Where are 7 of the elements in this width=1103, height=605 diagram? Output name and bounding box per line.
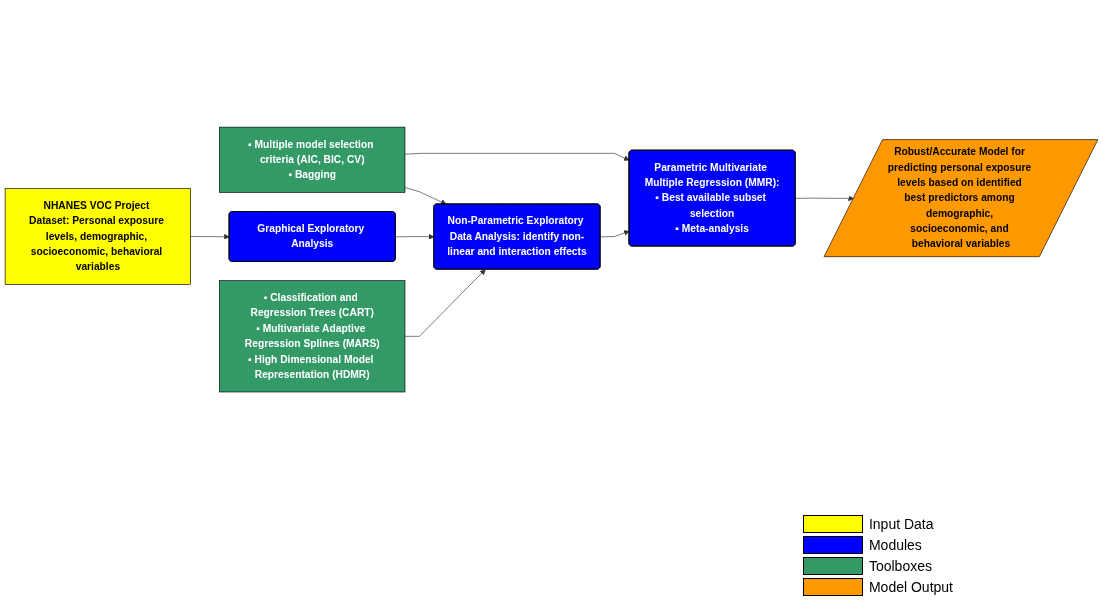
- legend-label: Input Data: [868, 516, 934, 532]
- node-box: ▪ Multiple model selection criteria (AIC, BIC, CV) ▪ Bagging: [219, 127, 406, 194]
- node-box: NHANES VOC Project Dataset: Personal exposure levels, demographic, socioeconomic, behavioral variables: [4, 188, 191, 286]
- node-box: ▪ Classification and Regression Trees (CART) ▪ Multivariate Adaptive Regression Splines (MARS) ▪ High Dimensional Model Representation (HDMR): [219, 280, 406, 393]
- legend-label: Modules: [868, 537, 922, 553]
- legend-label: Model Output: [868, 579, 953, 595]
- legend-label: Toolboxes: [868, 558, 932, 574]
